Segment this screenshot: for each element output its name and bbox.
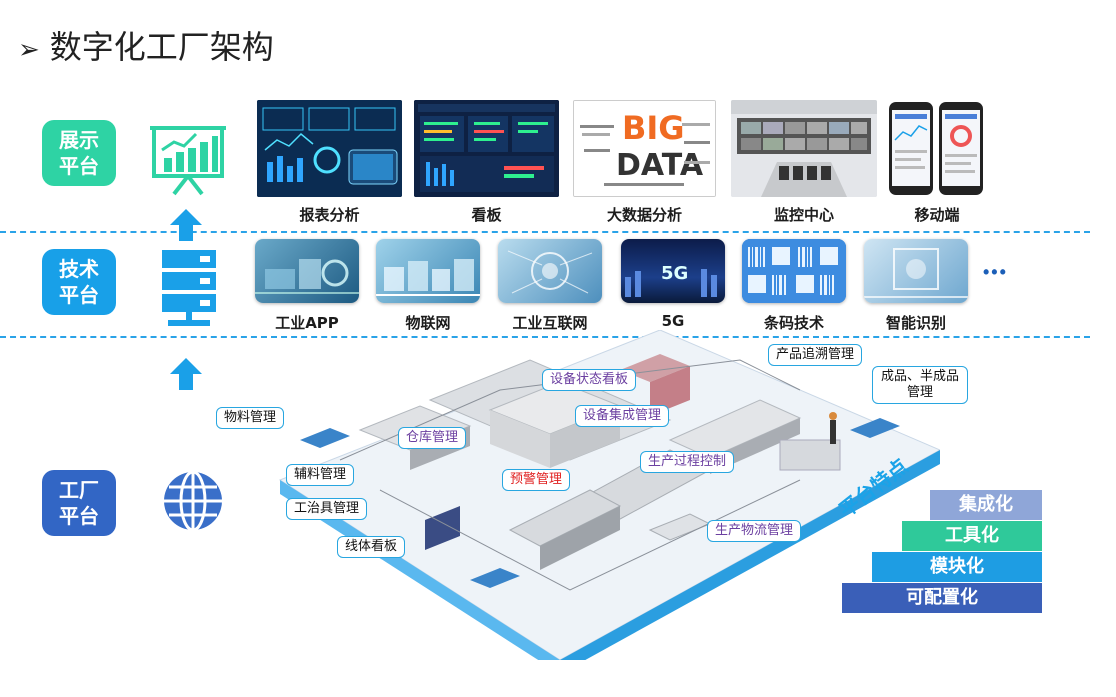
5g-label: 5G bbox=[661, 312, 685, 330]
barcode-image bbox=[742, 239, 846, 303]
industrial-internet-image bbox=[498, 239, 602, 303]
factory-floor-illustration bbox=[278, 330, 940, 660]
monitoring-center-image bbox=[731, 100, 877, 197]
recognition-image bbox=[864, 239, 968, 303]
big-word: BIG bbox=[622, 109, 685, 147]
callout-warehouse[interactable]: 仓库管理 bbox=[398, 427, 467, 449]
feature-integration: 集成化 bbox=[930, 490, 1042, 520]
kanban-label: 看板 bbox=[471, 206, 502, 224]
display-platform-label-1: 展示 bbox=[59, 128, 99, 152]
report-analysis-label: 报表分析 bbox=[299, 206, 360, 224]
up-arrow-icon-2 bbox=[170, 358, 202, 390]
big-data-image: BIG DATA bbox=[573, 100, 716, 197]
title-marker-icon: ➢ bbox=[18, 35, 40, 65]
separator-tech-factory bbox=[0, 336, 1090, 338]
callout-logistics[interactable]: 生产物流管理 bbox=[707, 520, 802, 542]
tech-platform-button[interactable]: 技术平台 bbox=[42, 249, 116, 315]
factory-platform-button[interactable]: 工厂平台 bbox=[42, 470, 116, 536]
factory-platform-label-2: 平台 bbox=[59, 504, 99, 528]
display-platform-button[interactable]: 展示平台 bbox=[42, 120, 116, 186]
up-arrow-icon bbox=[170, 209, 202, 241]
callout-process-control[interactable]: 生产过程控制 bbox=[640, 451, 735, 473]
page-title-text: 数字化工厂架构 bbox=[49, 28, 274, 66]
big-data-label: 大数据分析 bbox=[606, 206, 682, 224]
display-platform-label-2: 平台 bbox=[59, 154, 99, 178]
barcode-label: 条码技术 bbox=[763, 314, 824, 332]
recognition-label: 智能识别 bbox=[885, 314, 946, 332]
separator-display-tech bbox=[0, 231, 1090, 233]
report-analysis-image bbox=[257, 100, 402, 197]
feature-tooling: 工具化 bbox=[902, 521, 1042, 551]
monitoring-center-label: 监控中心 bbox=[773, 206, 834, 224]
mobile-label: 移动端 bbox=[914, 206, 960, 224]
5g-image: 5G bbox=[621, 239, 725, 303]
callout-products[interactable]: 成品、半成品管理 bbox=[872, 366, 968, 404]
page-title: ➢ 数字化工厂架构 bbox=[18, 22, 274, 68]
feature-configurable: 可配置化 bbox=[842, 583, 1042, 613]
factory-platform-label-1: 工厂 bbox=[59, 478, 99, 502]
feature-modular: 模块化 bbox=[872, 552, 1042, 582]
industrial-app-image bbox=[255, 239, 359, 303]
callout-fixture[interactable]: 工治具管理 bbox=[286, 498, 368, 520]
tech-platform-label-2: 平台 bbox=[59, 283, 99, 307]
callout-equipment-integration[interactable]: 设备集成管理 bbox=[575, 405, 670, 427]
presentation-board-icon bbox=[150, 126, 226, 196]
more-ellipsis: ••• bbox=[983, 262, 1008, 282]
callout-auxiliary[interactable]: 辅料管理 bbox=[286, 464, 355, 486]
industrial-internet-label: 工业互联网 bbox=[512, 314, 588, 332]
tech-platform-label-1: 技术 bbox=[59, 257, 99, 281]
industrial-app-label: 工业APP bbox=[275, 314, 339, 332]
iot-label: 物联网 bbox=[405, 314, 451, 332]
callout-material[interactable]: 物料管理 bbox=[216, 407, 285, 429]
server-stack-icon bbox=[162, 250, 216, 326]
callout-line-board[interactable]: 线体看板 bbox=[337, 536, 406, 558]
callout-equipment-status[interactable]: 设备状态看板 bbox=[542, 369, 637, 391]
5g-text: 5G bbox=[661, 263, 688, 284]
callout-traceability[interactable]: 产品追溯管理 bbox=[768, 344, 863, 366]
mobile-image bbox=[887, 100, 987, 197]
kanban-image bbox=[414, 100, 559, 197]
data-word: DATA bbox=[616, 148, 704, 183]
callout-alarm[interactable]: 预警管理 bbox=[502, 469, 571, 491]
iot-image bbox=[376, 239, 480, 303]
globe-icon bbox=[164, 470, 222, 532]
